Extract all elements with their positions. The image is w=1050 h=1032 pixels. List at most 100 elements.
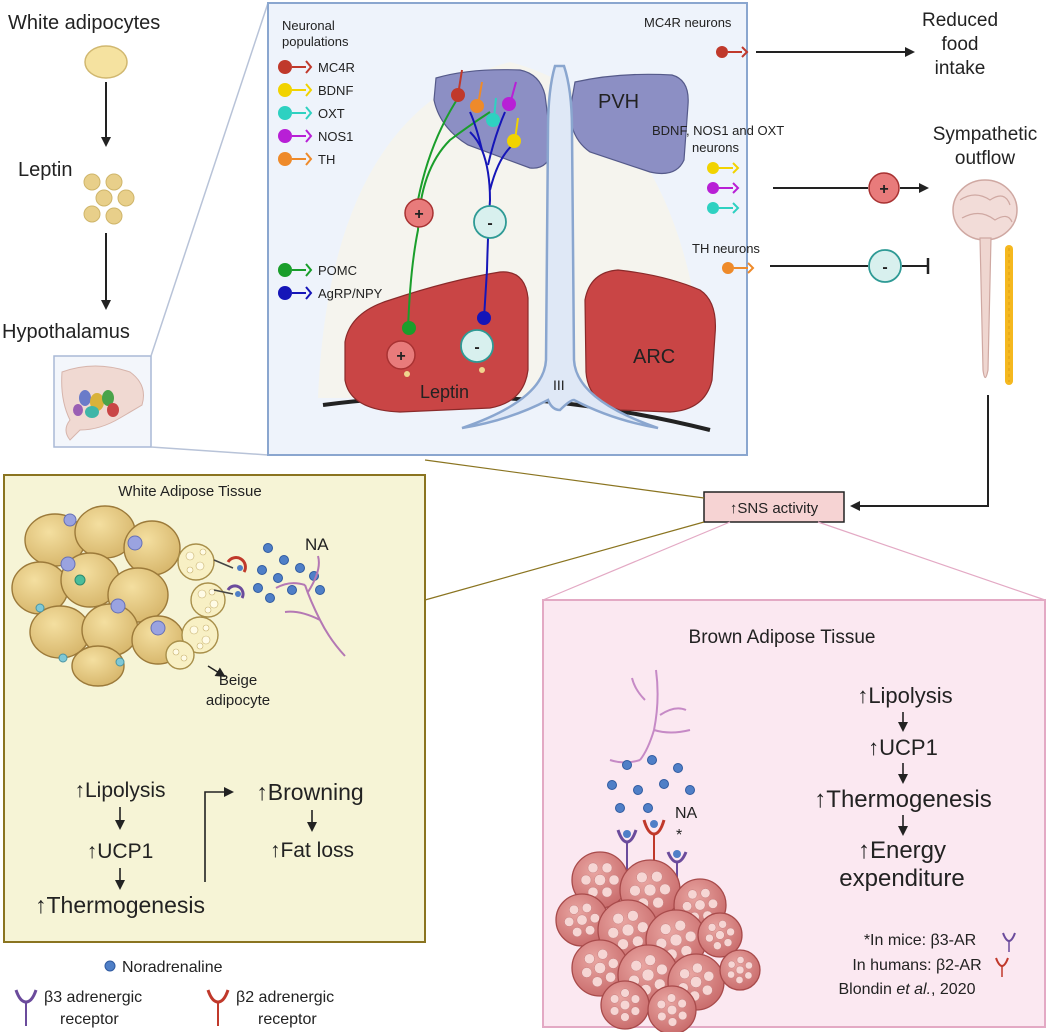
beige-label-1: Beige	[219, 672, 257, 689]
beige-adipocytes-icon	[165, 543, 226, 670]
white-adipocytes-label: White adipocytes	[8, 12, 160, 34]
legend-item-mc4r: MC4R	[278, 60, 355, 75]
wat-browning-label: ↑Browning	[256, 779, 363, 805]
beige-label-2: adipocyte	[206, 692, 270, 709]
beta2-legend-label-1: β2 adrenergic	[236, 989, 334, 1006]
neuronal-legend-title-2: populations	[282, 34, 349, 49]
mc4r-output-icon	[716, 46, 749, 58]
bat-noradrenaline-dots-icon	[607, 755, 695, 813]
pomc-soma-icon	[402, 321, 416, 335]
wat-zoom-line-bottom	[424, 521, 705, 601]
legend-label: BDNF	[318, 83, 353, 98]
mc4r-neurons-label: MC4R neurons	[644, 15, 732, 30]
bat-asterisk-label: *	[676, 827, 682, 844]
reduced-food-intake-label-3: intake	[935, 58, 986, 79]
bat-energy-label-1: ↑Energy	[858, 837, 946, 864]
pathway-column: White adipocytes Leptin Hypothalamus	[2, 2, 269, 456]
legend-label: POMC	[318, 263, 357, 278]
svg-text:+: +	[396, 348, 405, 365]
white-adipose-cells-icon	[11, 505, 185, 687]
bat-zoom-line-left	[542, 521, 731, 601]
bat-note-mice: *In mice: β3-AR	[864, 932, 976, 949]
pomc-projection-branch	[417, 94, 461, 201]
bat-lipolysis-label: ↑Lipolysis	[857, 683, 952, 708]
bdnf-nos1-oxt-output-icon	[707, 162, 740, 214]
bdnf-neurons-label-2: neurons	[692, 140, 739, 155]
sns-activity-box	[703, 491, 845, 523]
legend-label: AgRP/NPY	[318, 286, 383, 301]
th-output-icon	[722, 262, 755, 274]
arc-minus-badge: -	[460, 329, 494, 363]
agrp-projection	[469, 131, 492, 319]
leptin-particles-icon	[83, 173, 135, 225]
legend-item-agrp-npy: AgRP/NPY	[278, 286, 383, 301]
beta2-receptor-mini-icon	[995, 957, 1009, 977]
beta2-legend-label-2: receptor	[258, 1011, 317, 1028]
arc-leptin-label: Leptin	[420, 382, 469, 402]
zoom-line-top	[150, 2, 269, 357]
zoom-line-bottom	[150, 446, 269, 456]
brain-spinal-cord-icon	[952, 179, 1018, 385]
wat-zoom-line-top	[424, 459, 705, 499]
noradrenaline-legend-icon	[104, 960, 116, 972]
leptin-dot-icon	[404, 371, 410, 377]
svg-text:-: -	[474, 339, 479, 356]
hypothalamus-pathway-label: Hypothalamus	[2, 321, 130, 343]
agrp-projection-branch-3	[469, 111, 483, 151]
arrow-to-beige-label	[207, 665, 226, 678]
wat-fat-loss-label: ↑Fat loss	[270, 839, 354, 862]
pvh-label: PVH	[598, 91, 639, 113]
wat-panel: White Adipose Tissue	[3, 474, 426, 943]
hypothalamus-thumbnail	[53, 355, 152, 448]
agrp-minus-badge: -	[473, 205, 507, 239]
legend-item-nos1: NOS1	[278, 129, 353, 144]
wat-lipolysis-label: ↑Lipolysis	[74, 779, 165, 802]
wat-na-label: NA	[305, 535, 329, 554]
beta3-legend-label-2: receptor	[60, 1011, 119, 1028]
neuronal-legend-title-1: Neuronal	[282, 18, 335, 33]
reduced-food-intake-label-1: Reduced	[922, 10, 998, 31]
beta3-legend-label-1: β3 adrenergic	[44, 989, 142, 1006]
beta3-receptor-mini-icon	[1002, 932, 1016, 952]
leptin-dot-icon-2	[479, 367, 485, 373]
th-minus-badge: -	[868, 249, 902, 283]
agrp-projection-branch-2	[487, 111, 506, 166]
bat-ucp1-label: ↑UCP1	[868, 735, 938, 760]
legend-item-bdnf: BDNF	[278, 83, 353, 98]
bat-note-humans: In humans: β2-AR	[852, 957, 981, 974]
white-adipocyte-icon	[84, 45, 128, 79]
legend-item-pomc: POMC	[278, 263, 357, 278]
bdnf-neurons-label-1: BDNF, NOS1 and OXT	[652, 123, 784, 138]
pvh-right-region	[569, 73, 689, 175]
wat-thermogenesis-label: ↑Thermogenesis	[35, 892, 205, 918]
bat-na-label: NA	[675, 805, 698, 822]
bat-energy-label-2: expenditure	[839, 865, 964, 892]
pvh-neurons-icon	[451, 69, 521, 148]
legend-label: TH	[318, 152, 335, 167]
wat-title: White Adipose Tissue	[118, 483, 261, 500]
pomc-plus-badge: +	[404, 198, 434, 228]
svg-text:+: +	[414, 206, 423, 223]
sympathetic-outflow-label-1: Sympathetic	[933, 124, 1038, 145]
bat-title: Brown Adipose Tissue	[689, 627, 876, 648]
legend-item-th: TH	[278, 152, 335, 167]
sympathetic-plus-badge: +	[868, 172, 900, 204]
brown-adipose-cells-icon	[555, 851, 761, 1032]
svg-text:-: -	[882, 259, 887, 276]
arc-plus-badge: +	[386, 340, 416, 370]
beta3-receptor-legend-icon	[14, 989, 38, 1026]
arc-right-region	[584, 269, 717, 413]
sns-activity-label: ↑SNS activity	[730, 500, 819, 517]
bat-note-reference: Blondin et al., 2020	[839, 981, 976, 998]
arc-label: ARC	[633, 346, 675, 368]
leptin-pathway-label: Leptin	[18, 159, 73, 181]
legend-label: NOS1	[318, 129, 353, 144]
wat-nerve-terminal-icon	[275, 555, 346, 657]
immune-cells-icon	[35, 513, 166, 667]
legend-label: MC4R	[318, 60, 355, 75]
arrow-outflow-to-sns	[850, 395, 989, 511]
